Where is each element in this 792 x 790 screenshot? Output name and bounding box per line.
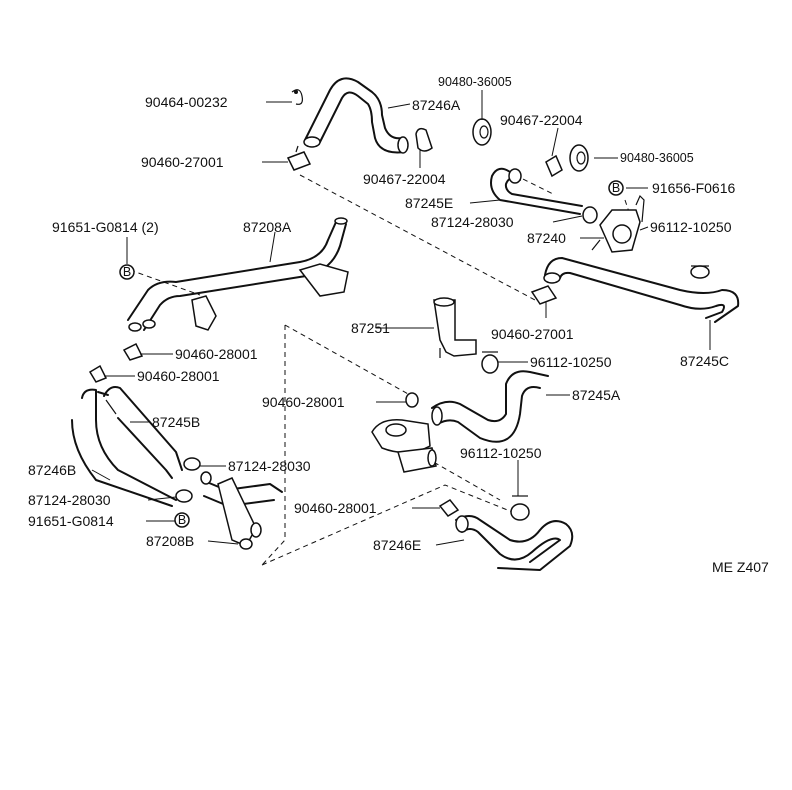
hose-87245E (490, 167, 583, 215)
hose-87245C (543, 257, 740, 323)
label-87124-28030-mid: 87124-28030 (228, 458, 311, 474)
label-87245C: 87245C (680, 353, 729, 369)
label-90460-28001-a: 90460-28001 (175, 346, 258, 362)
label-91651-G0814-2: 91651-G0814 (2) (52, 219, 159, 235)
label-90480-36005-right: 90480-36005 (620, 151, 694, 165)
label-91651-G0814: 91651-G0814 (28, 513, 114, 529)
clamp-90460-28001-a (122, 342, 144, 361)
hose-87246E (455, 515, 574, 571)
bolt-symbol: B (123, 265, 131, 279)
clamp-90460-27001-top (286, 145, 312, 171)
clamp-90460-28001-c (405, 392, 419, 408)
label-90480-36005-top: 90480-36005 (438, 75, 512, 89)
clamp-87124-28030-low (175, 489, 193, 503)
bolt-91656-F0616: B (608, 180, 624, 196)
label-87245B: 87245B (152, 414, 200, 430)
hose-87245A (431, 370, 549, 443)
bolt-symbol: B (178, 513, 186, 527)
hose-87246A (303, 77, 409, 154)
label-87208B: 87208B (146, 533, 194, 549)
part-87251 (433, 297, 477, 358)
label-90460-28001-c: 90460-28001 (262, 394, 345, 410)
label-90464-00232: 90464-00232 (145, 94, 228, 110)
label-91656-F0616: 91656-F0616 (652, 180, 736, 196)
clamp-90467-22004-left (415, 127, 433, 152)
hose-87245B (103, 386, 183, 479)
label-87245A: 87245A (572, 387, 621, 403)
label-87208A: 87208A (243, 219, 292, 235)
label-87124-28030-top: 87124-28030 (431, 214, 514, 230)
bolt-symbol: B (612, 181, 620, 195)
clamp-87124-28030-mid (183, 457, 201, 471)
clamp-90460-28001-d (438, 499, 460, 517)
grommet-90480-36005-top (472, 118, 492, 146)
clamp-90460-28001-b (88, 364, 108, 383)
label-90460-28001-b: 90460-28001 (137, 368, 220, 384)
label-96112-10250-low: 96112-10250 (460, 445, 542, 461)
label-90460-28001-d: 90460-28001 (294, 500, 377, 516)
bolt-91651-G0814-upper: B (119, 264, 135, 280)
label-87240: 87240 (527, 230, 566, 246)
clamp-87124-28030-top (582, 206, 598, 224)
part-labels: 90464-00232 87246A 90480-36005 90467-220… (28, 75, 769, 575)
clamp-90467-22004-right (545, 154, 563, 178)
clamp-96112-10250-low (510, 495, 530, 521)
clamp-90460-27001-mid (530, 285, 558, 305)
valve-87240 (591, 194, 645, 253)
housing-center (371, 419, 437, 473)
label-90460-27001-top: 90460-27001 (141, 154, 224, 170)
pipe-87208A (127, 217, 349, 332)
pipe-87208B (200, 471, 283, 550)
leader-lines (91, 90, 711, 546)
hose-87246B (71, 388, 177, 507)
label-87246B: 87246B (28, 462, 76, 478)
grommet-90480-36005-right (569, 144, 589, 172)
label-96112-10250-top: 96112-10250 (650, 219, 732, 235)
clamp-96112-10250-mid (481, 351, 499, 374)
diagram-code: ME Z407 (712, 559, 769, 575)
label-87124-28030-low: 87124-28030 (28, 492, 111, 508)
label-87251: 87251 (351, 320, 390, 336)
label-90467-22004-right: 90467-22004 (500, 112, 583, 128)
label-90460-27001-mid: 90460-27001 (491, 326, 574, 342)
label-96112-10250-mid: 96112-10250 (530, 354, 612, 370)
clamp-96112-10250-top (690, 265, 710, 279)
label-87246A: 87246A (412, 97, 461, 113)
label-87245E: 87245E (405, 195, 453, 211)
label-90467-22004-left: 90467-22004 (363, 171, 446, 187)
label-87246E: 87246E (373, 537, 421, 553)
bolt-91651-G0814-lower: B (174, 512, 190, 528)
clip-90464-00232 (291, 89, 303, 105)
